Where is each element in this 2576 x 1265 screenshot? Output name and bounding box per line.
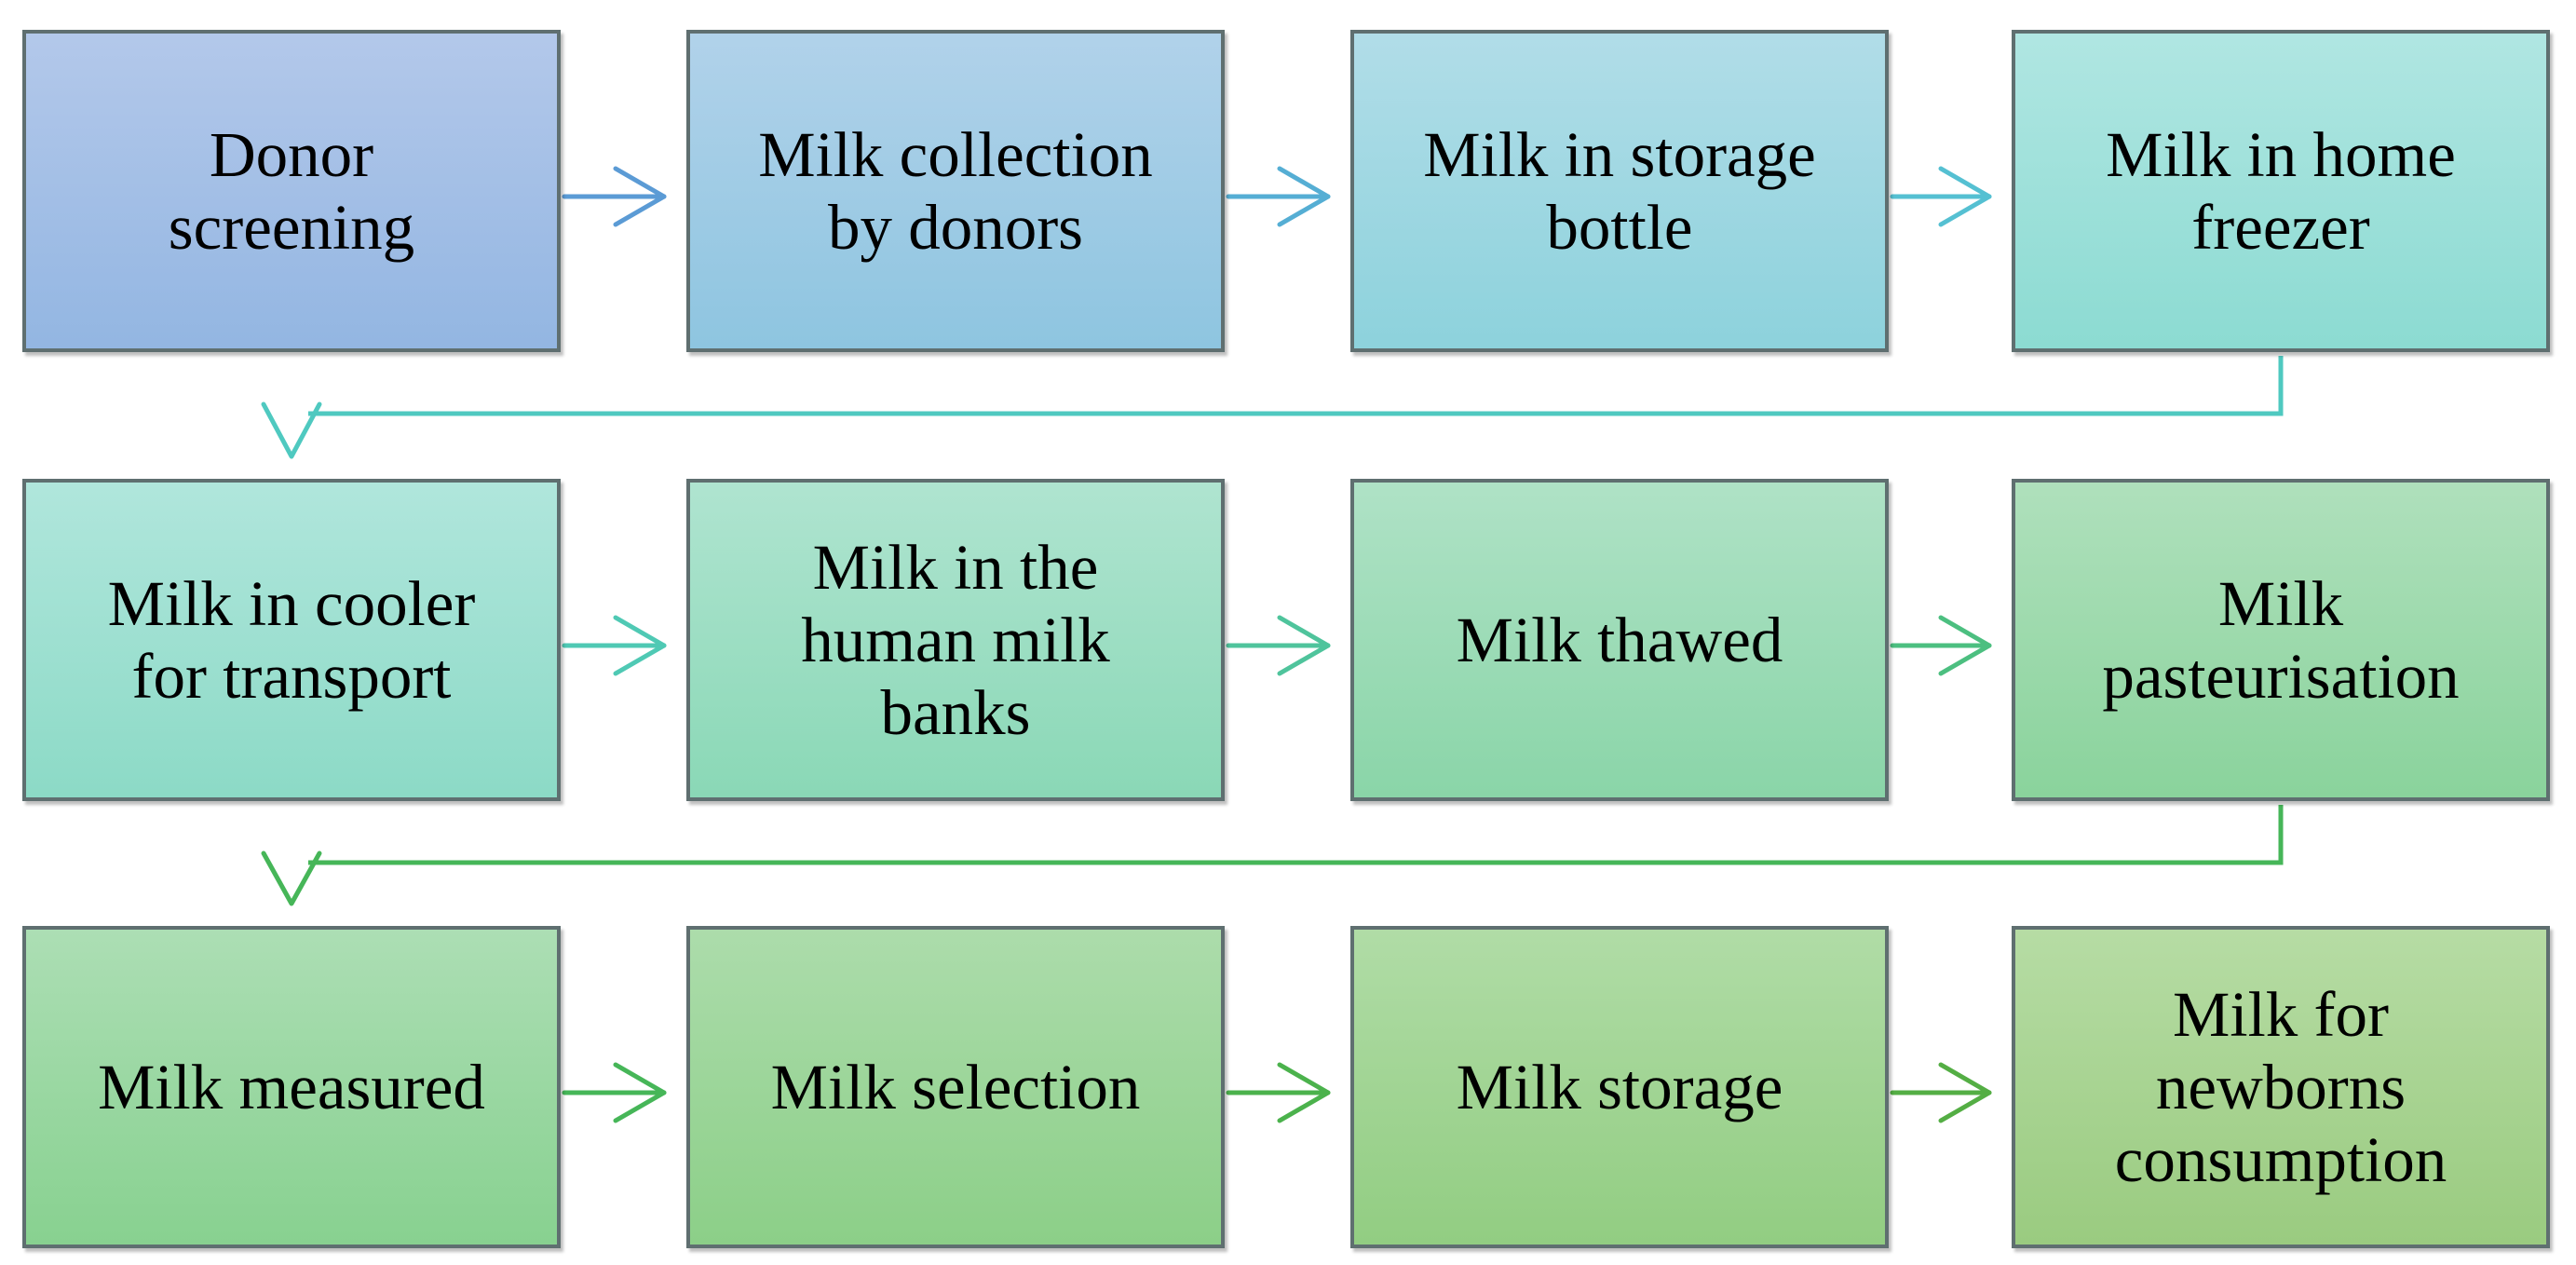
step-label: Milk in the human milk banks	[801, 532, 1110, 748]
flow-arrow-right	[1226, 615, 1331, 676]
step-box-milk-measured: Milk measured	[22, 926, 561, 1248]
step-box-milk-in-home-freezer: Milk in home freezer	[2012, 30, 2550, 352]
step-label: Milk measured	[98, 1052, 485, 1122]
step-label: Milk for newborns consumption	[2114, 979, 2447, 1195]
step-label: Milk thawed	[1456, 605, 1783, 675]
step-label: Milk in home freezer	[2106, 119, 2456, 263]
flow-arrow-right	[562, 166, 667, 227]
flow-arrow-right	[1890, 615, 1992, 676]
flow-arrow-right	[1226, 166, 1331, 227]
step-box-milk-collection-by-donors: Milk collection by donors	[686, 30, 1225, 352]
flow-arrow-right	[562, 1062, 667, 1123]
flow-arrow-right	[562, 615, 667, 676]
step-label: Milk in storage bottle	[1423, 119, 1816, 263]
step-box-milk-thawed: Milk thawed	[1350, 479, 1889, 801]
flow-arrow-right	[1890, 166, 1992, 227]
step-box-donor-screening: Donor screening	[22, 30, 561, 352]
flow-arrow-right	[1226, 1062, 1331, 1123]
step-label: Milk selection	[770, 1052, 1141, 1122]
step-label: Milk pasteurisation	[2102, 568, 2460, 712]
step-label: Donor screening	[168, 119, 415, 263]
step-box-milk-in-cooler-for-transport: Milk in cooler for transport	[22, 479, 561, 801]
step-box-milk-in-the-human-milk-banks: Milk in the human milk banks	[686, 479, 1225, 801]
step-box-milk-selection: Milk selection	[686, 926, 1225, 1248]
row-connector-arrow	[261, 356, 2284, 459]
step-box-milk-storage: Milk storage	[1350, 926, 1889, 1248]
step-label: Milk collection by donors	[758, 119, 1153, 263]
step-label: Milk storage	[1456, 1052, 1783, 1122]
step-box-milk-for-newborns-consumption: Milk for newborns consumption	[2012, 926, 2550, 1248]
flow-arrow-right	[1890, 1062, 1992, 1123]
row-connector-arrow	[261, 805, 2284, 906]
step-box-milk-in-storage-bottle: Milk in storage bottle	[1350, 30, 1889, 352]
step-label: Milk in cooler for transport	[107, 568, 476, 712]
step-box-milk-pasteurisation: Milk pasteurisation	[2012, 479, 2550, 801]
